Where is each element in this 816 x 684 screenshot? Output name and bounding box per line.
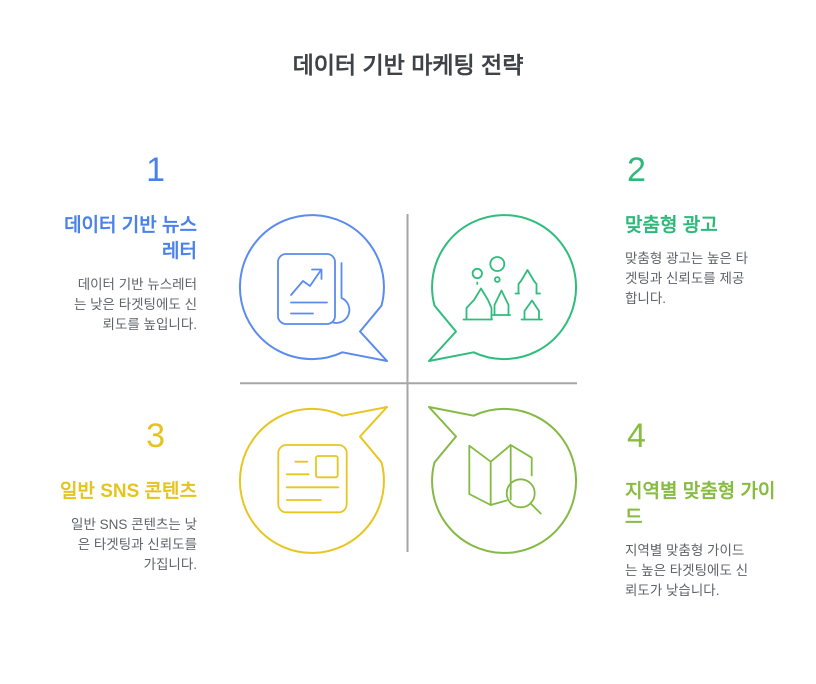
section-description: 맞춤형 광고는 높은 타 겟팅과 신뢰도를 제공 합니다.	[625, 251, 749, 306]
section-title: 맞춤형 광고	[625, 215, 718, 236]
section-number: 3	[146, 417, 165, 455]
section-number: 4	[627, 417, 646, 455]
section-targeted-ads: 2 맞춤형 광고 맞춤형 광고는 높은 타 겟팅과 신뢰도를 제공 합니다.	[625, 153, 777, 309]
section-title: 일반 SNS 콘텐츠	[59, 481, 197, 502]
news-post-bubble-icon	[238, 406, 388, 554]
section-title: 지역별 맞춤형 가이드	[625, 481, 776, 528]
landscape-balloons-bubble-icon	[428, 214, 578, 362]
page-title: 데이터 기반 마케팅 전략	[292, 52, 524, 78]
report-chart-bubble-icon	[238, 214, 388, 362]
section-data-newsletter: 1 데이터 기반 뉴스 레터 데이터 기반 뉴스레터 는 낮은 타겟팅에도 신 …	[40, 153, 197, 335]
section-description: 지역별 맞춤형 가이드 는 높은 타겟팅에도 신 뢰도가 낮습니다.	[625, 543, 749, 598]
section-generic-sns: 3 일반 SNS 콘텐츠 일반 SNS 콘텐츠는 낮 은 타겟팅과 신뢰도를 가…	[40, 419, 197, 575]
section-number: 1	[146, 151, 165, 189]
map-search-bubble-icon	[428, 406, 578, 554]
section-number: 2	[627, 151, 646, 189]
divider-cross	[240, 214, 577, 552]
section-description: 일반 SNS 콘텐츠는 낮 은 타겟팅과 신뢰도를 가집니다.	[71, 517, 197, 572]
section-regional-guide: 4 지역별 맞춤형 가이드 지역별 맞춤형 가이드 는 높은 타겟팅에도 신 뢰…	[625, 419, 777, 601]
section-description: 데이터 기반 뉴스레터 는 낮은 타겟팅에도 신 뢰도를 높입니다.	[73, 277, 197, 332]
section-title: 데이터 기반 뉴스 레터	[64, 215, 197, 262]
